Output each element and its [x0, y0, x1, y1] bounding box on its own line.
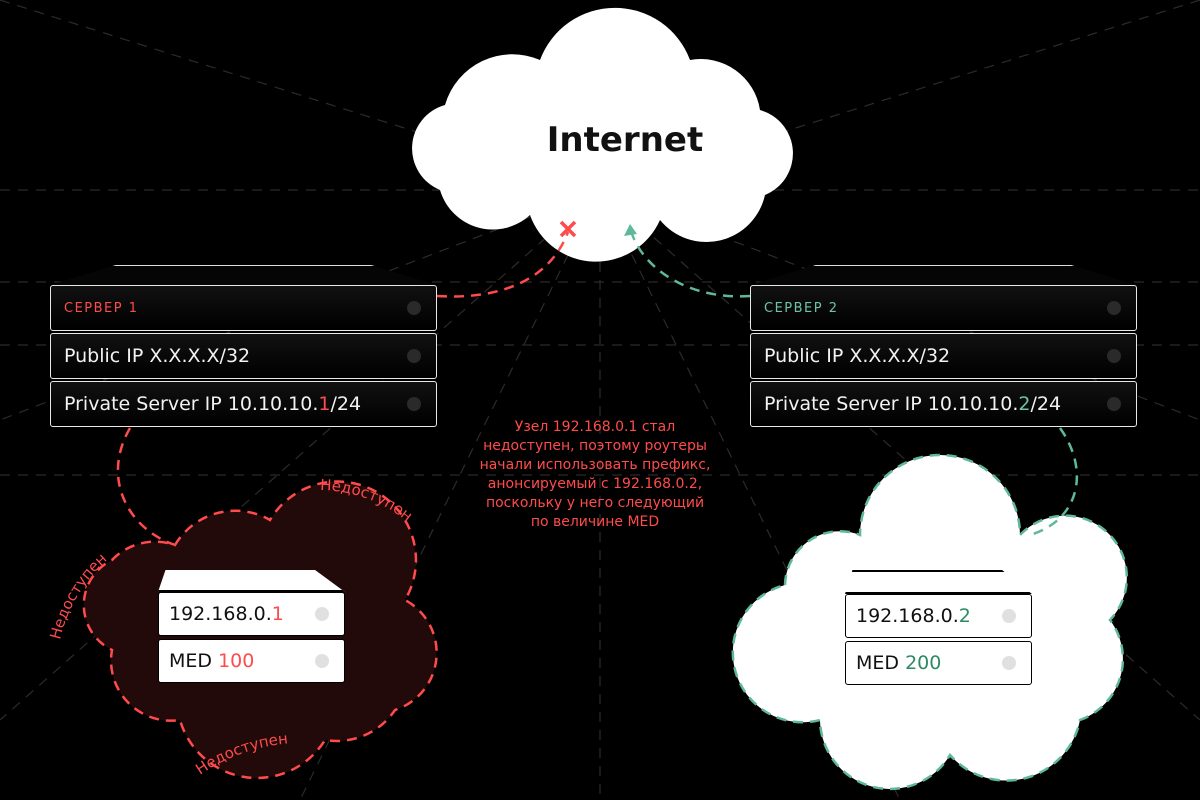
status-led-icon [315, 607, 329, 621]
status-led-icon [407, 301, 421, 315]
public-ip-row: Public IP X.X.X.X/32 [50, 333, 437, 379]
status-led-icon [1002, 656, 1016, 670]
node-top [158, 570, 345, 592]
active-link-server2 [630, 233, 751, 298]
status-led-icon [407, 397, 421, 411]
server-label: СЕРВЕР 2 [764, 300, 839, 316]
server-label-row: СЕРВЕР 1 [50, 285, 437, 331]
node-1: 192.168.0.1 MED 100 [158, 570, 345, 686]
private-ip: Private Server IP 10.10.10.1/24 [64, 393, 362, 415]
node-med: MED 200 [856, 652, 942, 674]
status-led-icon [407, 349, 421, 363]
status-led-icon [1107, 349, 1121, 363]
internet-cloud [412, 7, 793, 262]
server-top [750, 265, 1137, 285]
private-ip-row: Private Server IP 10.10.10.2/24 [750, 381, 1137, 427]
public-ip-row: Public IP X.X.X.X/32 [750, 333, 1137, 379]
server-2: СЕРВЕР 2 Public IP X.X.X.X/32 Private Se… [750, 265, 1137, 429]
status-led-icon [1002, 609, 1016, 623]
node-med: MED 100 [169, 650, 255, 672]
node-med-row: MED 100 [158, 639, 345, 683]
status-led-icon [1107, 301, 1121, 315]
failover-note: Узел 192.168.0.1 стал недоступен, поэтом… [479, 419, 711, 530]
server-1: СЕРВЕР 1 Public IP X.X.X.X/32 Private Se… [50, 265, 437, 429]
private-ip: Private Server IP 10.10.10.2/24 [764, 393, 1062, 415]
status-led-icon [315, 654, 329, 668]
public-ip: Public IP X.X.X.X/32 [64, 345, 251, 367]
cross-icon [559, 220, 577, 238]
failed-link-server1 [436, 231, 570, 298]
node-ip: 192.168.0.1 [169, 603, 284, 625]
private-ip-row: Private Server IP 10.10.10.1/24 [50, 381, 437, 427]
link-node1 [116, 427, 176, 547]
public-ip: Public IP X.X.X.X/32 [764, 345, 951, 367]
status-led-icon [1107, 397, 1121, 411]
link-node2 [1029, 427, 1079, 537]
server-label: СЕРВЕР 1 [64, 300, 139, 316]
node-top [845, 570, 1032, 594]
node-med-row: MED 200 [845, 641, 1032, 685]
node-2: 192.168.0.2 MED 200 [845, 570, 1032, 688]
node-ip-row: 192.168.0.1 [158, 592, 345, 636]
node-ip-row: 192.168.0.2 [845, 594, 1032, 638]
arrow-icon [624, 224, 637, 236]
server-top [50, 265, 437, 285]
node-ip: 192.168.0.2 [856, 605, 971, 627]
internet-label: Internet [546, 120, 704, 160]
server-label-row: СЕРВЕР 2 [750, 285, 1137, 331]
